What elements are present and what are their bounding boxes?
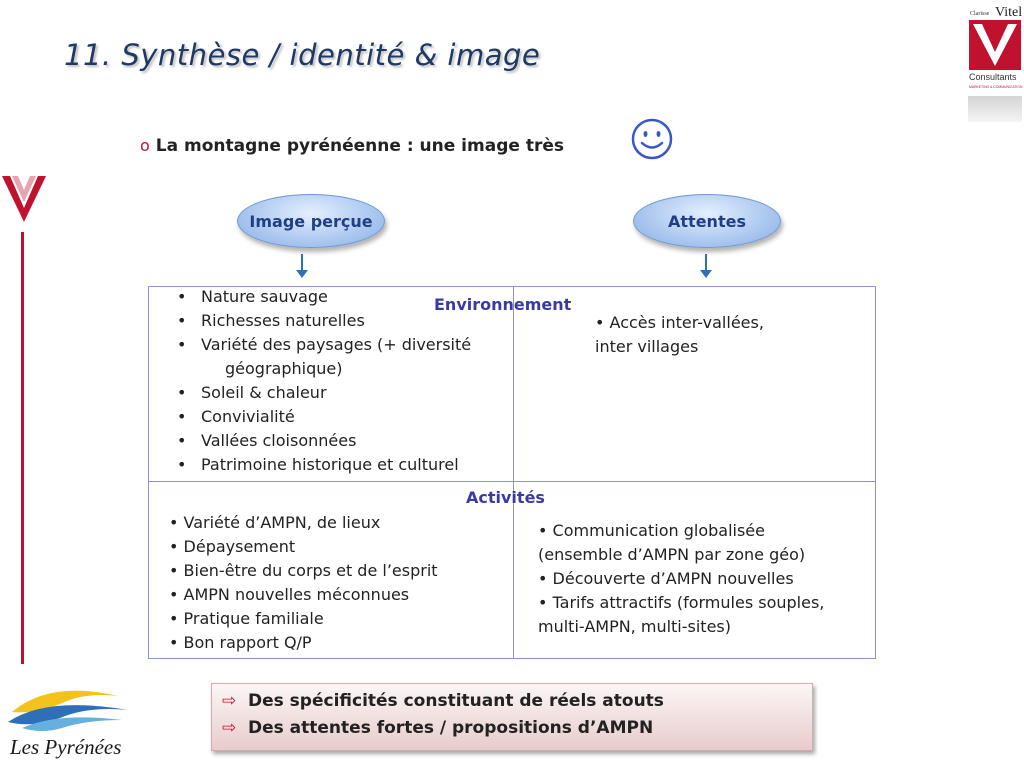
list-item: (ensemble d’AMPN par zone géo) xyxy=(538,545,806,564)
column-divider xyxy=(513,287,514,658)
logo-text-tagline: MARKETING & COMMUNICATION xyxy=(969,85,1023,89)
logo-shadow xyxy=(968,96,1022,122)
right-arrow-icon: ⇨ xyxy=(222,691,237,711)
list-item: Vallées cloisonnées xyxy=(177,429,471,453)
conclusion-item: ⇨ Des spécificités constituant de réels a… xyxy=(222,691,664,711)
logo-text-les-pyrenees: Les Pyrénées xyxy=(9,735,121,759)
intro-bullet-text: La montagne pyrénéenne : une image très xyxy=(155,136,564,156)
activites-attentes-list: • Communication globalisée (ensemble d’A… xyxy=(538,519,824,639)
list-item: • Communication globalisée xyxy=(538,521,765,540)
logo-text-consultants: Consultants xyxy=(969,72,1017,82)
logo-text-vitel: Vitel xyxy=(995,5,1022,20)
list-item: Variété des paysages (+ diversité xyxy=(177,333,471,357)
list-item: • Bien-être du corps et de l’esprit xyxy=(169,561,438,580)
row-divider xyxy=(149,481,875,482)
list-item: • Bon rapport Q/P xyxy=(169,633,312,652)
list-item: • Dépaysement xyxy=(169,537,296,556)
list-item: Richesses naturelles xyxy=(177,309,471,333)
page-title: 11. Synthèse / identité & image xyxy=(64,38,541,72)
list-item: • AMPN nouvelles méconnues xyxy=(169,585,410,604)
list-item: • Tarifs attractifs (formules souples, xyxy=(538,593,825,612)
activites-image-list: • Variété d’AMPN, de lieux • Dépaysement… xyxy=(169,511,438,655)
decorative-red-line xyxy=(21,232,24,664)
list-item: Nature sauvage xyxy=(177,285,471,309)
list-item: multi-AMPN, multi-sites) xyxy=(538,617,731,636)
image-percue-header: Image perçue xyxy=(237,194,385,248)
list-item: • Découverte d’AMPN nouvelles xyxy=(538,569,794,588)
conclusion-text: Des spécificités constituant de réels at… xyxy=(248,691,664,711)
intro-bullet: o La montagne pyrénéenne : une image très xyxy=(140,136,564,156)
list-item: Convivialité xyxy=(177,405,471,429)
list-item: inter villages xyxy=(595,337,699,356)
right-arrow-icon: ⇨ xyxy=(222,718,237,738)
bullet-marker: o xyxy=(140,136,150,155)
conclusion-item: ⇨ Des attentes fortes / propositions d’AM… xyxy=(222,718,653,738)
list-item: • Accès inter-vallées, xyxy=(595,313,764,332)
vitel-consultants-logo: Clarisse Vitel Consultants MARKETING & C… xyxy=(964,0,1024,122)
list-item: Soleil & chaleur xyxy=(177,381,471,405)
environnement-image-list: Nature sauvage Richesses naturelles Vari… xyxy=(177,285,471,477)
section-label-activites: Activités xyxy=(466,488,545,507)
down-arrow-icon xyxy=(296,254,308,278)
smiley-icon xyxy=(629,116,675,162)
logo-text-clarisse: Clarisse xyxy=(970,11,990,17)
attentes-header: Attentes xyxy=(633,194,781,248)
list-item: • Variété d’AMPN, de lieux xyxy=(169,513,381,532)
les-pyrenees-logo: Les Pyrénées xyxy=(0,674,142,768)
conclusion-callout: ⇨ Des spécificités constituant de réels a… xyxy=(211,683,813,751)
list-item-continuation: géographique) xyxy=(225,359,343,378)
vitel-v-icon xyxy=(0,170,50,225)
list-item: Patrimoine historique et culturel xyxy=(177,453,471,477)
synthesis-table: Environnement Activités Nature sauvage R… xyxy=(148,286,876,659)
conclusion-text: Des attentes fortes / propositions d’AMP… xyxy=(248,718,654,738)
down-arrow-icon xyxy=(700,254,712,278)
environnement-attentes-list: • Accès inter-vallées, inter villages xyxy=(595,311,764,359)
list-item: • Pratique familiale xyxy=(169,609,324,628)
